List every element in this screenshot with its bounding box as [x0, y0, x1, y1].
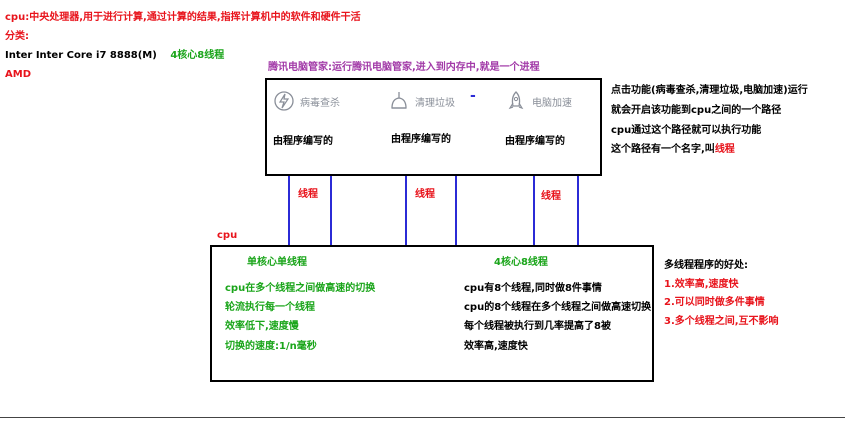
- cpu-definition: cpu:中央处理器,用于进行计算,通过计算的结果,指挥计算机中的软件和硬件干活: [5, 11, 361, 24]
- benefit-item: 2.可以同时做多件事情: [664, 297, 765, 308]
- thread-line: [288, 176, 290, 247]
- tool-label: 电脑加速: [532, 97, 572, 109]
- single-core-line: cpu在多个线程之间做高速的切换: [225, 283, 376, 294]
- note-line-2: 就会开启该功能到cpu之间的一个路径: [611, 105, 782, 116]
- program-caption: 由程序编写的: [391, 134, 451, 145]
- shield-bolt-icon: [274, 91, 294, 111]
- thread-line: [330, 176, 332, 247]
- thread-label: 线程: [298, 189, 318, 200]
- single-core-line: 效率低下,速度慢: [225, 321, 299, 332]
- thread-line: [533, 176, 535, 247]
- rocket-icon: [508, 91, 524, 110]
- cpu-definition-text: 中央处理器,用于进行计算,通过计算的结果,指挥计算机中的软件和硬件干活: [29, 12, 361, 23]
- intel-spec: 4核心8线程: [170, 50, 225, 61]
- cpu-box: [210, 245, 654, 382]
- thread-label: 线程: [415, 189, 435, 200]
- thread-line: [405, 176, 407, 247]
- cpu-definition-prefix: cpu:: [5, 12, 30, 23]
- thread-line: [577, 176, 579, 247]
- multi-core-title: 4核心8线程: [494, 257, 548, 268]
- amd-text: AMD: [5, 69, 31, 80]
- manager-caption: 腾讯电脑管家:运行腾讯电脑管家,进入到内存中,就是一个进程: [268, 62, 540, 73]
- intel-text: Inter Inter Core i7 8888(M): [5, 50, 157, 61]
- multi-core-line: cpu的8个线程在多个线程之间做高速切换: [464, 302, 652, 313]
- thread-line: [455, 176, 457, 247]
- broom-icon: [391, 92, 407, 109]
- program-caption: 由程序编写的: [505, 136, 565, 147]
- program-caption: 由程序编写的: [273, 136, 333, 147]
- multi-core-line: 效率高,速度快: [464, 341, 528, 352]
- manager-box: [265, 78, 602, 176]
- benefit-item: 3.多个线程之间,互不影响: [664, 316, 779, 327]
- benefits-title: 多线程程序的好处:: [664, 260, 748, 271]
- thread-label: 线程: [541, 191, 561, 202]
- category-label: 分类:: [5, 31, 29, 42]
- tool-label: 清理垃圾: [415, 97, 455, 109]
- single-core-title: 单核心单线程: [247, 257, 307, 268]
- note-line-4: 这个路径有一个名字,叫线程: [611, 143, 735, 156]
- intel-line: Inter Inter Core i7 8888(M) 4核心8线程: [5, 49, 224, 62]
- dash-mark: -: [470, 88, 476, 104]
- note-line-3: cpu通过这个路径就可以执行功能: [611, 125, 762, 136]
- tool-label: 病毒查杀: [300, 97, 340, 109]
- tool-speed-up[interactable]: 电脑加速: [505, 88, 572, 114]
- multi-core-line: cpu有8个线程,同时做8件事情: [464, 283, 602, 294]
- bottom-rule: [0, 417, 845, 418]
- tool-virus-scan[interactable]: 病毒查杀: [273, 88, 340, 114]
- benefit-item: 1.效率高,速度快: [664, 279, 739, 290]
- cpu-label: cpu: [217, 230, 238, 241]
- note-line-1: 点击功能(病毒查杀,清理垃圾,电脑加速)运行: [611, 85, 808, 96]
- multi-core-line: 每个线程被执行到几率提高了8被: [464, 321, 611, 332]
- single-core-line: 轮流执行每一个线程: [225, 302, 315, 313]
- tool-clean-junk[interactable]: 清理垃圾: [388, 88, 455, 114]
- note-line-4-prefix: 这个路径有一个名字,叫: [611, 144, 715, 155]
- single-core-line: 切换的速度:1/n毫秒: [225, 341, 317, 352]
- note-line-4-highlight: 线程: [714, 144, 735, 155]
